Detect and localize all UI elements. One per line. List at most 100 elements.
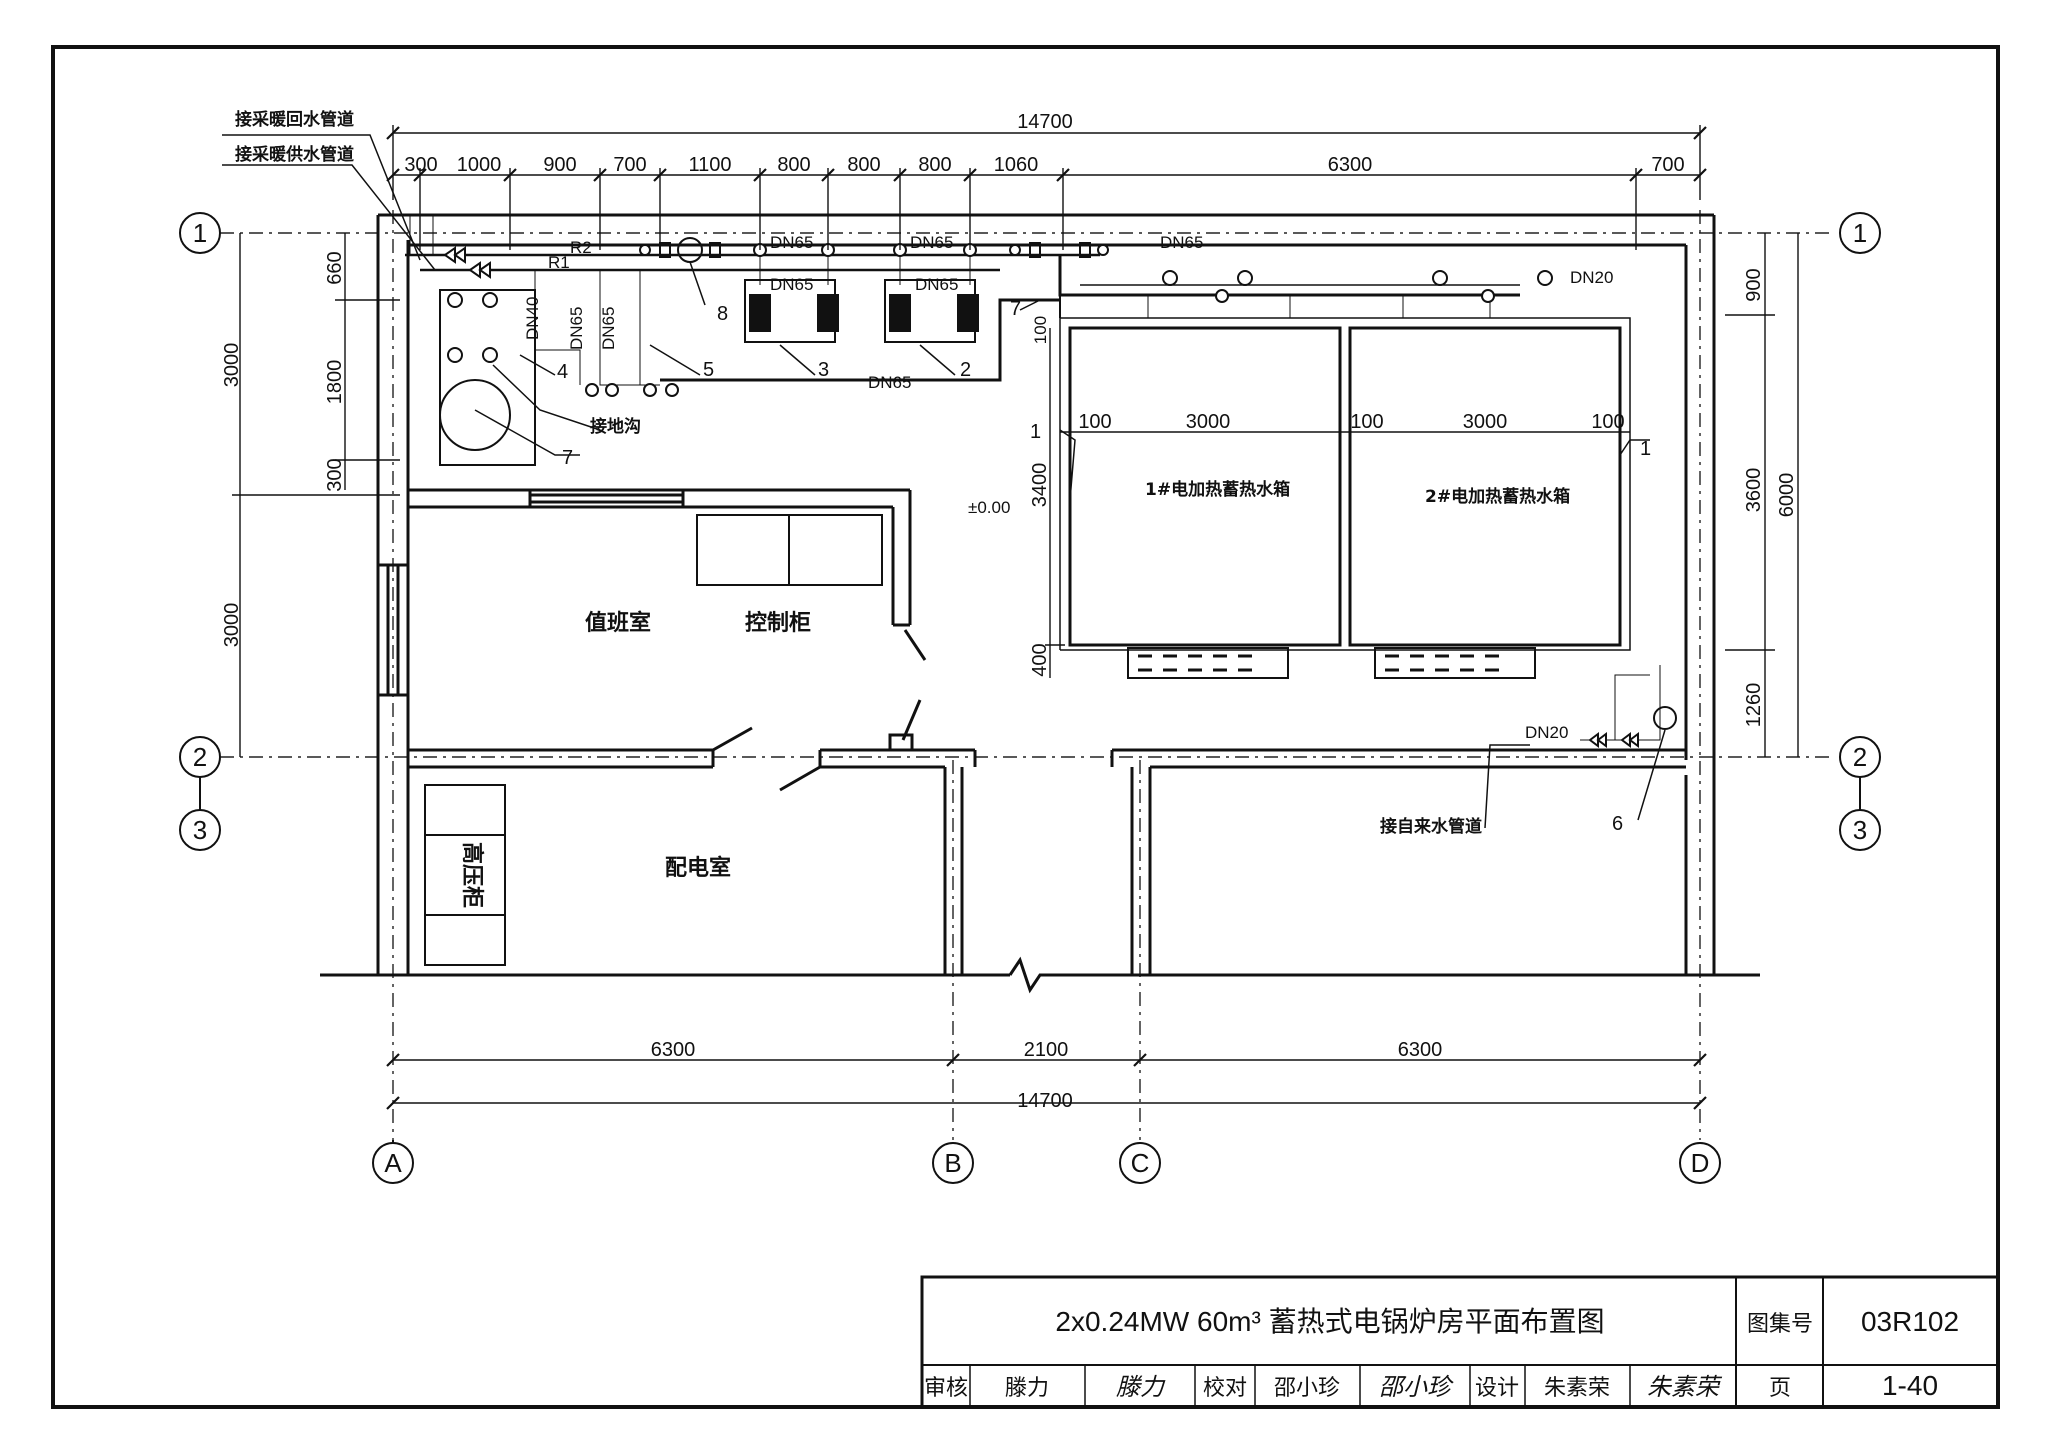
designer-signature: 朱素荣 xyxy=(1647,1373,1723,1401)
dim-top-segment: 800 xyxy=(847,154,880,176)
pipe-label-r1: R1 xyxy=(548,253,570,272)
axis-label-row3-right: 3 xyxy=(1853,815,1867,845)
axis-label-col-c: C xyxy=(1131,1148,1150,1178)
dim-top-segment: 800 xyxy=(918,154,951,176)
dim-tank-3000: 3000 xyxy=(1186,411,1231,433)
axis-label-col-a: A xyxy=(384,1148,402,1178)
tank-label-1: 1#电加热蓄热水箱 xyxy=(1145,479,1290,500)
dim-tank-100-vertical: 100 xyxy=(1031,316,1050,344)
pipe-label-r2: R2 xyxy=(570,238,592,257)
reviewer-signature: 滕力 xyxy=(1116,1373,1166,1401)
pipe-label-dn20: DN20 xyxy=(1570,268,1613,287)
note-water-supply: 接自来水管道 xyxy=(1380,816,1482,837)
dim-top-segment: 700 xyxy=(1651,154,1684,176)
dim-tank-100: 100 xyxy=(1078,411,1111,433)
axis-label-row1-right: 1 xyxy=(1853,218,1867,248)
dim-top-segment: 900 xyxy=(543,154,576,176)
dim-tank-3000: 3000 xyxy=(1463,411,1508,433)
dim-right-3600: 3600 xyxy=(1743,468,1765,513)
tank-label-2: 2#电加热蓄热水箱 xyxy=(1425,486,1570,507)
pipe-label-dn65: DN65 xyxy=(868,373,911,392)
dim-top-segment: 1100 xyxy=(688,154,731,176)
title-block-frame xyxy=(920,1275,2000,1409)
room-label-control-cabinet: 控制柜 xyxy=(745,610,811,636)
pipe-label-dn65: DN65 xyxy=(770,275,813,294)
designer-name: 朱素荣 xyxy=(1544,1376,1610,1401)
tank2-outline xyxy=(1348,326,1622,647)
callout-1: 1 xyxy=(1640,438,1651,460)
dim-top-segment: 1060 xyxy=(994,154,1039,176)
callout-3: 3 xyxy=(818,359,829,381)
dim-tank-100: 100 xyxy=(1350,411,1383,433)
cabinets xyxy=(424,514,883,966)
pipe-label-dn65: DN65 xyxy=(1160,233,1203,252)
elevation-mark: ±0.00 xyxy=(968,498,1010,517)
dim-bottom-segment: 6300 xyxy=(1398,1039,1443,1061)
dim-tank-400: 400 xyxy=(1029,643,1051,676)
dim-bottom-segment: 6300 xyxy=(651,1039,696,1061)
callout-7: 7 xyxy=(1010,298,1021,320)
circulation-pumps xyxy=(744,279,979,343)
pipe-label-dn40-vertical: DN40 xyxy=(523,297,542,340)
dim-top-segment: 1000 xyxy=(457,154,502,176)
dim-left-660: 660 xyxy=(324,251,346,284)
tank-supports xyxy=(1127,647,1536,679)
callout-7: 7 xyxy=(562,447,573,469)
dimension-lines xyxy=(232,125,1799,1104)
dim-top-segment: 300 xyxy=(404,154,437,176)
axis-label-row2-right: 2 xyxy=(1853,742,1867,772)
page-number: 1-40 xyxy=(1882,1370,1938,1401)
checker-name: 邵小珍 xyxy=(1274,1376,1340,1401)
leader-lines xyxy=(222,134,1666,829)
dim-bottom-total: 14700 xyxy=(1017,1090,1073,1112)
atlas-number: 03R102 xyxy=(1861,1306,1959,1337)
axis-label-row1-left: 1 xyxy=(193,218,207,248)
expansion-tank-base xyxy=(439,289,536,466)
callout-6: 6 xyxy=(1612,813,1623,835)
building-walls xyxy=(320,213,1760,994)
dim-tank-100: 100 xyxy=(1591,411,1624,433)
check-label: 校对 xyxy=(1203,1376,1247,1401)
pipe-label-dn65-vertical: DN65 xyxy=(567,307,586,350)
dim-top-segment: 700 xyxy=(613,154,646,176)
axis-label-col-b: B xyxy=(944,1148,961,1178)
axis-label-row2-left: 2 xyxy=(193,742,207,772)
pipe-label-dn65: DN65 xyxy=(915,275,958,294)
pipe-label-dn65-vertical: DN65 xyxy=(599,307,618,350)
dim-left-300: 300 xyxy=(324,458,346,491)
note-return-pipe: 接采暖回水管道 xyxy=(235,109,354,130)
hv-cabinet-outline xyxy=(424,784,506,966)
dim-right-1260: 1260 xyxy=(1743,683,1765,728)
tank1-outline xyxy=(1068,326,1342,647)
axis-grid-lines xyxy=(220,210,1830,1140)
storage-tanks xyxy=(1059,317,1631,651)
dim-left-1800: 1800 xyxy=(324,360,346,405)
axis-bubbles xyxy=(179,212,1881,1184)
pipe-label-dn20: DN20 xyxy=(1525,723,1568,742)
callout-2: 2 xyxy=(960,359,971,381)
pipe-label-dn65: DN65 xyxy=(770,233,813,252)
callout-8: 8 xyxy=(717,303,728,325)
callout-5: 5 xyxy=(703,359,714,381)
dim-top-total: 14700 xyxy=(1017,111,1073,133)
dim-top-segment: 800 xyxy=(777,154,810,176)
note-supply-pipe: 接采暖供水管道 xyxy=(235,144,354,165)
dim-right-900: 900 xyxy=(1743,268,1765,301)
dim-bottom-segment: 2100 xyxy=(1024,1039,1069,1061)
checker-signature: 邵小珍 xyxy=(1379,1373,1454,1401)
drawing-title: 2x0.24MW 60m³ 蓄热式电锅炉房平面布置图 xyxy=(1055,1306,1604,1337)
dim-top-segment: 6300 xyxy=(1328,154,1373,176)
axis-label-row3-left: 3 xyxy=(193,815,207,845)
page-label: 页 xyxy=(1769,1376,1791,1401)
note-floor-drain: 接地沟 xyxy=(590,416,641,437)
reviewer-name: 滕力 xyxy=(1005,1376,1049,1401)
room-label-hv-cabinet: 高压柜 xyxy=(459,842,485,908)
review-label: 审核 xyxy=(924,1376,968,1401)
design-label: 设计 xyxy=(1475,1376,1519,1401)
room-label-power-room: 配电室 xyxy=(665,855,731,881)
dim-left-3000-lower: 3000 xyxy=(221,603,243,648)
atlas-label: 图集号 xyxy=(1747,1312,1813,1337)
pipe-label-dn65: DN65 xyxy=(910,233,953,252)
callout-4: 4 xyxy=(557,361,568,383)
callout-1: 1 xyxy=(1030,421,1041,443)
